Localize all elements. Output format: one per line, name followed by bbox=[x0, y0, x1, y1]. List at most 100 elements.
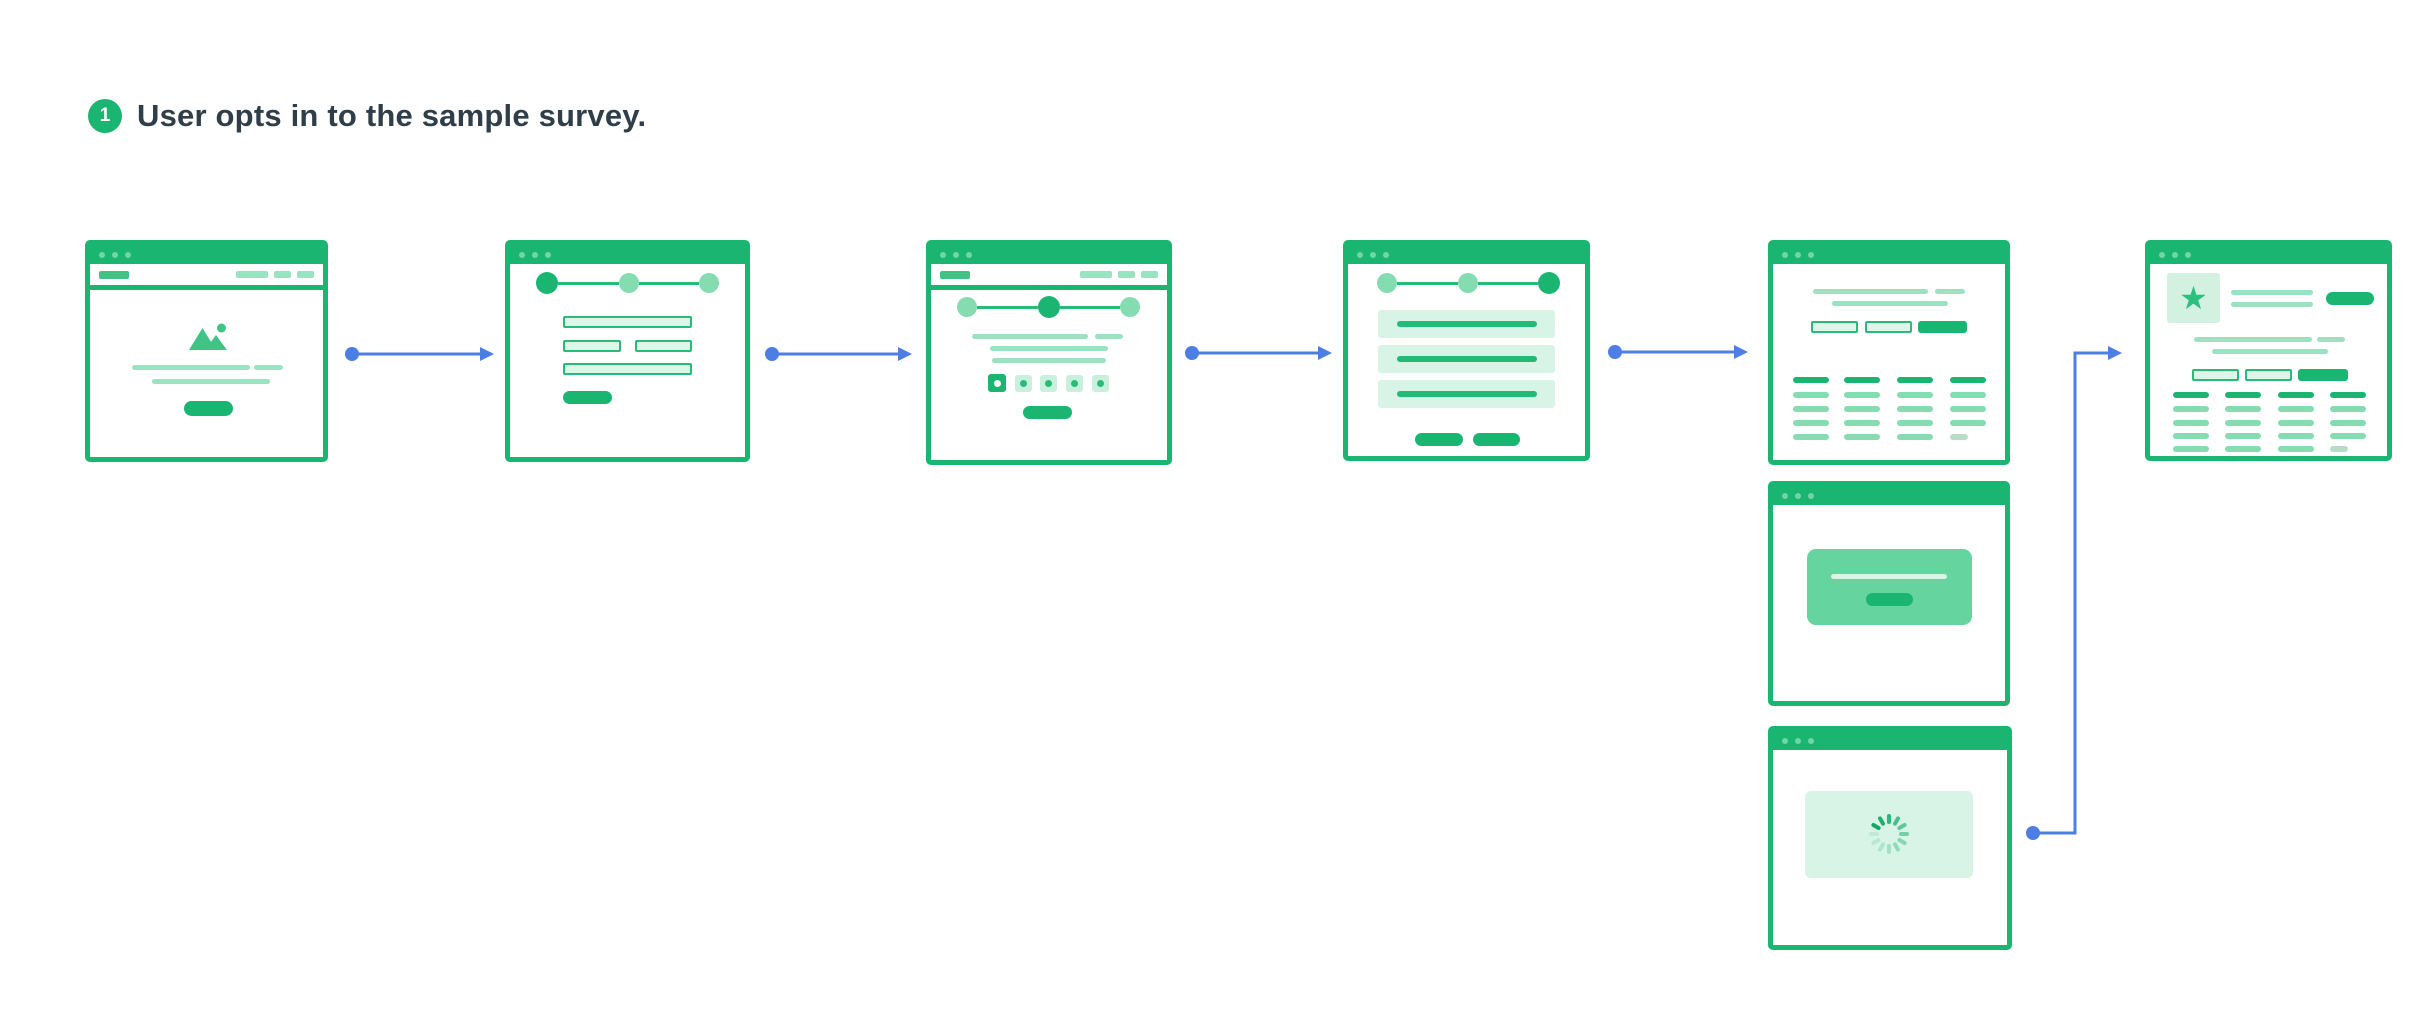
window-titlebar bbox=[1773, 245, 2005, 264]
window-titlebar bbox=[2150, 245, 2387, 264]
image-placeholder-icon bbox=[189, 323, 227, 350]
connector-elbow-arrow-5 bbox=[2026, 346, 2122, 840]
table-cell-bar bbox=[1897, 434, 1933, 440]
window-dot bbox=[1795, 492, 1801, 499]
window-dot bbox=[519, 251, 525, 258]
text-line-bar bbox=[2317, 337, 2345, 342]
page-body bbox=[90, 290, 323, 457]
answer-option bbox=[1066, 375, 1083, 392]
progress-stepper bbox=[1377, 272, 1560, 294]
arrowhead-icon bbox=[1318, 346, 1332, 360]
screen-signup-form bbox=[505, 240, 750, 462]
nav-link-placeholder bbox=[1118, 271, 1135, 278]
page-body bbox=[1773, 505, 2005, 701]
search-button-placeholder bbox=[1918, 321, 1967, 333]
page-body bbox=[1773, 750, 2007, 945]
window-dot bbox=[545, 251, 551, 258]
text-line-bar bbox=[1813, 289, 1928, 294]
answer-option bbox=[1092, 375, 1109, 392]
window-dot bbox=[1808, 737, 1814, 744]
connector-arrow-1 bbox=[345, 347, 494, 361]
answer-option-selected bbox=[988, 374, 1006, 392]
step-connector-line bbox=[1059, 305, 1120, 309]
step-circle bbox=[699, 273, 719, 293]
step-connector-line bbox=[977, 305, 1038, 309]
table-cell-bar bbox=[2173, 420, 2209, 426]
table-cell-bar bbox=[2330, 433, 2366, 439]
modal-text-bar bbox=[1831, 574, 1947, 579]
star-tile: ★ bbox=[2167, 273, 2220, 323]
step-connector-line bbox=[1477, 281, 1538, 285]
table-header-bar bbox=[1844, 377, 1880, 383]
table-cell-bar bbox=[2278, 433, 2314, 439]
table-cell-bar bbox=[2173, 433, 2209, 439]
screen-survey-question bbox=[926, 240, 1172, 465]
table-cell-bar bbox=[1793, 420, 1829, 426]
step-circle-active bbox=[1538, 272, 1560, 294]
window-dot bbox=[1357, 251, 1363, 258]
search-button-placeholder bbox=[2298, 369, 2348, 381]
screen-answers-review bbox=[1343, 240, 1590, 461]
screen-confirmation-modal bbox=[1768, 481, 2010, 706]
table-header-bar bbox=[2173, 392, 2209, 398]
step-header: 1 User opts in to the sample survey. bbox=[88, 98, 646, 134]
star-icon: ★ bbox=[2179, 280, 2208, 316]
window-dot bbox=[532, 251, 538, 258]
window-dot bbox=[2159, 251, 2165, 258]
step-circle bbox=[1120, 297, 1140, 317]
table-header-bar bbox=[1793, 377, 1829, 383]
table-header-bar bbox=[2278, 392, 2314, 398]
window-dot bbox=[1782, 251, 1788, 258]
input-field-placeholder bbox=[563, 340, 621, 352]
window-dot bbox=[953, 251, 959, 258]
window-titlebar bbox=[510, 245, 745, 264]
window-dot bbox=[112, 251, 118, 258]
table-cell-bar bbox=[2278, 420, 2314, 426]
table-cell-bar bbox=[2330, 406, 2366, 412]
table-cell-bar bbox=[2173, 406, 2209, 412]
loading-spinner-icon bbox=[1867, 812, 1911, 856]
table-cell-bar bbox=[1844, 434, 1880, 440]
arrowhead-icon bbox=[2108, 346, 2122, 360]
text-line-bar bbox=[2194, 337, 2312, 342]
table-cell-bar bbox=[1950, 392, 1986, 398]
window-dot bbox=[1782, 492, 1788, 499]
arrowhead-icon bbox=[1734, 345, 1748, 359]
step-circle bbox=[1377, 273, 1397, 293]
option-dot bbox=[1097, 380, 1104, 387]
text-line-bar bbox=[1095, 334, 1123, 339]
option-dot bbox=[1071, 380, 1078, 387]
input-field-placeholder bbox=[563, 363, 692, 375]
window-dot bbox=[940, 251, 946, 258]
table-cell-bar bbox=[2225, 446, 2261, 452]
table-cell-bar bbox=[2225, 420, 2261, 426]
answer-line-bar bbox=[1396, 321, 1537, 327]
text-line-bar bbox=[990, 346, 1108, 351]
table-cell-bar bbox=[1950, 406, 1986, 412]
nav-links bbox=[1080, 271, 1158, 278]
next-button-placeholder bbox=[1023, 406, 1072, 419]
nav-link-placeholder bbox=[274, 271, 291, 278]
step-circle bbox=[618, 273, 639, 293]
filter-input-placeholder bbox=[1865, 321, 1912, 333]
answer-row bbox=[1378, 380, 1555, 408]
action-button-placeholder bbox=[2326, 292, 2374, 305]
step-title: User opts in to the sample survey. bbox=[137, 98, 647, 133]
connector-arrow-4 bbox=[1608, 345, 1748, 359]
page-body: ★ bbox=[2150, 264, 2387, 456]
table-cell-bar bbox=[1950, 420, 1986, 426]
window-navbar bbox=[90, 264, 323, 290]
answer-line-bar bbox=[1396, 391, 1537, 397]
step-circle-active bbox=[1037, 296, 1060, 318]
nav-link-placeholder bbox=[1141, 271, 1158, 278]
back-button-placeholder bbox=[1415, 433, 1463, 446]
window-dot bbox=[1795, 251, 1801, 258]
modal-dialog bbox=[1807, 549, 1972, 625]
table-cell-bar bbox=[2330, 446, 2348, 452]
table-cell-bar bbox=[1844, 392, 1880, 398]
screen-loading bbox=[1768, 726, 2012, 950]
submit-button-placeholder bbox=[1473, 433, 1520, 446]
option-dot bbox=[1020, 380, 1027, 387]
submit-button-placeholder bbox=[563, 391, 612, 404]
